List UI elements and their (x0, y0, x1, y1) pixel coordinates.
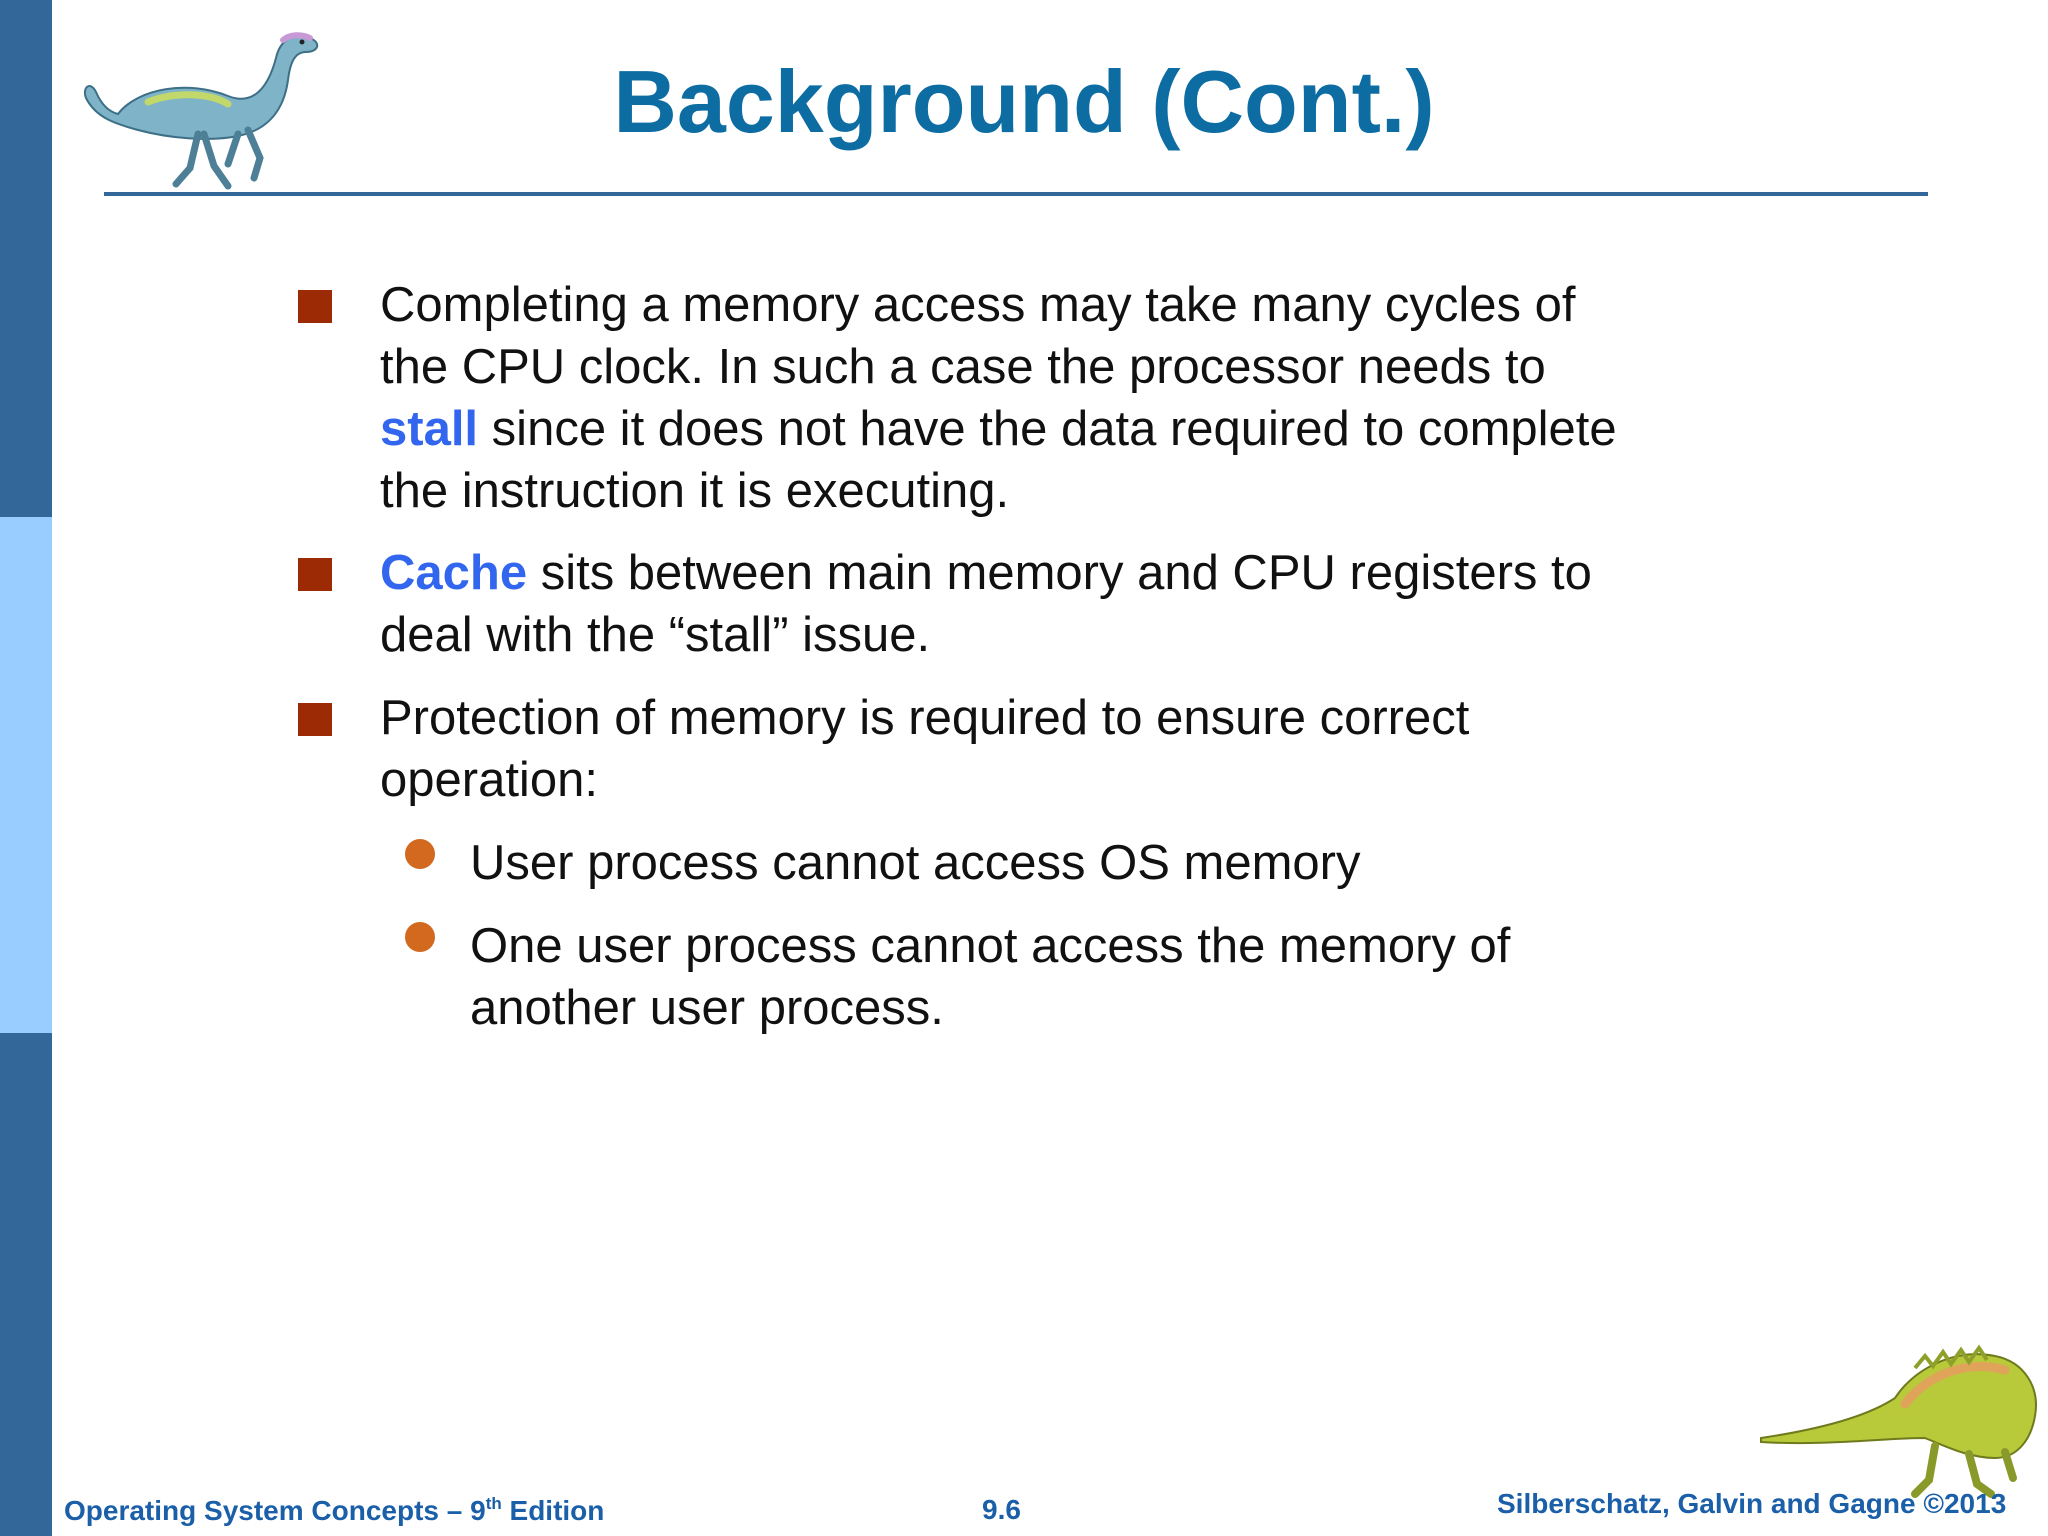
bullet-1-line-1: Completing a memory access may take many… (380, 278, 1576, 332)
bullet-2-line-2: deal with the “stall” issue. (380, 608, 931, 662)
square-bullet-icon (298, 290, 332, 323)
bullet-2-line-1: Cache sits between main memory and CPU r… (380, 546, 1592, 600)
round-bullet-icon (405, 839, 435, 869)
bullet-3-line-2: operation: (380, 753, 598, 807)
title-underline (104, 192, 1928, 196)
subbullet-2-line-2: another user process. (470, 981, 944, 1035)
footer-copyright: Silberschatz, Galvin and Gagne ©2013 (1497, 1488, 2007, 1519)
left-sidebar-highlight (0, 517, 52, 1033)
round-bullet-icon (405, 922, 435, 952)
footer-page-number: 9.6 (982, 1494, 1021, 1525)
keyword-stall: stall (380, 402, 479, 456)
keyword-cache: Cache (380, 546, 528, 600)
subbullet-2-line-1: One user process cannot access the memor… (470, 919, 1511, 973)
slide-title: Background (Cont.) (613, 52, 1435, 151)
square-bullet-icon (298, 703, 332, 736)
bullet-3-line-1: Protection of memory is required to ensu… (380, 691, 1470, 745)
footer-book-title: Operating System Concepts – 9th Edition (64, 1494, 605, 1526)
subbullet-1-line-1: User process cannot access OS memory (470, 836, 1361, 890)
bullet-1-line-3: stall since it does not have the data re… (380, 402, 1617, 456)
square-bullet-icon (298, 558, 332, 591)
bullet-1-line-2: the CPU clock. In such a case the proces… (380, 340, 1546, 394)
bullet-1-line-4: the instruction it is executing. (380, 464, 1010, 518)
dinosaur-bottom-icon (1760, 1344, 2037, 1498)
dinosaur-top-icon (84, 32, 319, 190)
